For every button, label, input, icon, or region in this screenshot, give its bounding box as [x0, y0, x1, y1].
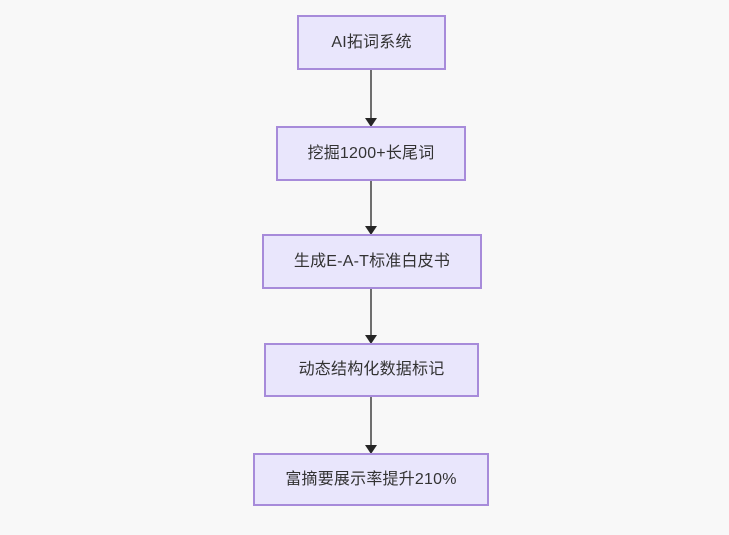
- arrow-down-icon: [365, 118, 377, 127]
- flowchart-node-label: 生成E-A-T标准白皮书: [293, 252, 451, 270]
- edge-line: [370, 397, 372, 445]
- flowchart-node-label: 富摘要展示率提升210%: [285, 470, 457, 488]
- arrow-down-icon: [365, 335, 377, 344]
- flowchart-node-rich-snippet-impression-uplift[interactable]: 富摘要展示率提升210%: [253, 453, 489, 506]
- flowchart-edge-n2-n3: [359, 289, 383, 344]
- arrow-down-icon: [365, 445, 377, 454]
- flowchart-node-dynamic-structured-data-markup[interactable]: 动态结构化数据标记: [264, 343, 479, 397]
- flowchart-node-mine-longtail-keywords[interactable]: 挖掘1200+长尾词: [276, 126, 466, 181]
- edge-line: [370, 70, 372, 118]
- edge-line: [370, 289, 372, 335]
- flowchart-edge-n3-n4: [359, 397, 383, 454]
- flowchart-node-label: AI拓词系统: [331, 33, 412, 51]
- edge-line: [370, 181, 372, 226]
- flowchart-node-generate-eat-whitepaper[interactable]: 生成E-A-T标准白皮书: [262, 234, 482, 289]
- flowchart-edge-n0-n1: [359, 70, 383, 127]
- arrow-down-icon: [365, 226, 377, 235]
- flowchart-node-label: 挖掘1200+长尾词: [307, 144, 435, 162]
- flowchart-node-ai-keyword-system[interactable]: AI拓词系统: [297, 15, 446, 70]
- flowchart-edge-n1-n2: [359, 181, 383, 235]
- flowchart-node-label: 动态结构化数据标记: [298, 361, 445, 379]
